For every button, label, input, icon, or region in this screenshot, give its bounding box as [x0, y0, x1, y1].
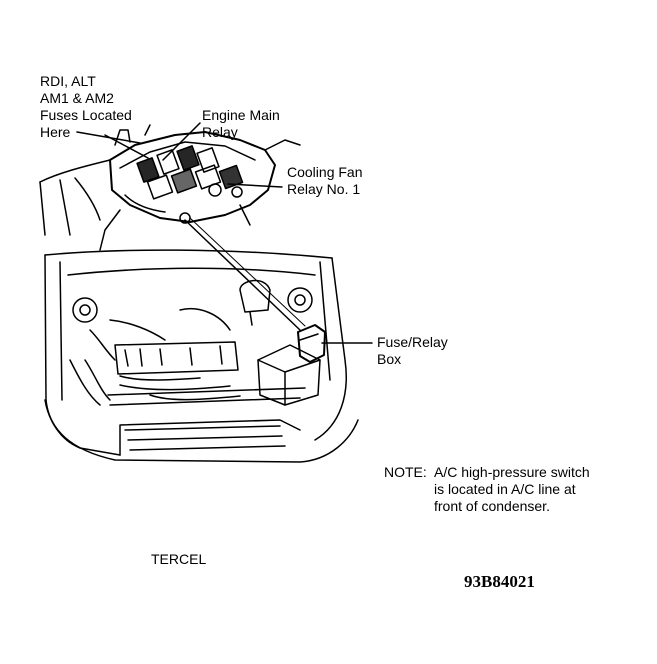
- fuses-leader-2: [104, 134, 149, 159]
- engine-relay-leader: [162, 122, 201, 161]
- fuses-label-line1: RDI, ALT: [40, 73, 96, 89]
- fuse-box-closeup: [39, 124, 301, 251]
- fuse-relay-box-label-line2: Box: [377, 351, 402, 367]
- closeup-to-box-line: [184, 219, 301, 331]
- engine-relay-label-line2: Relay: [202, 124, 238, 140]
- fan-relay-label-line2: Relay No. 1: [287, 181, 361, 197]
- model-label: TERCEL: [151, 551, 207, 567]
- fan-relay-leader: [227, 183, 283, 188]
- fuses-label-line4: Here: [40, 124, 71, 140]
- fuse-relay-box: [297, 324, 326, 363]
- engine-relay-label-line1: Engine Main: [202, 107, 280, 123]
- fuse-relay-box-label-line1: Fuse/Relay: [377, 334, 448, 350]
- note-line2: is located in A/C line at: [434, 481, 576, 497]
- fuses-label-line2: AM1 & AM2: [40, 90, 114, 106]
- note-line3: front of condenser.: [434, 498, 550, 514]
- note-prefix: NOTE:: [384, 464, 427, 480]
- figure-code: 93B84021: [464, 572, 535, 591]
- note-line1: A/C high-pressure switch: [434, 464, 590, 480]
- fan-relay-label-line1: Cooling Fan: [287, 164, 363, 180]
- fuses-label-line3: Fuses Located: [40, 107, 132, 123]
- car-front-view: [44, 249, 359, 463]
